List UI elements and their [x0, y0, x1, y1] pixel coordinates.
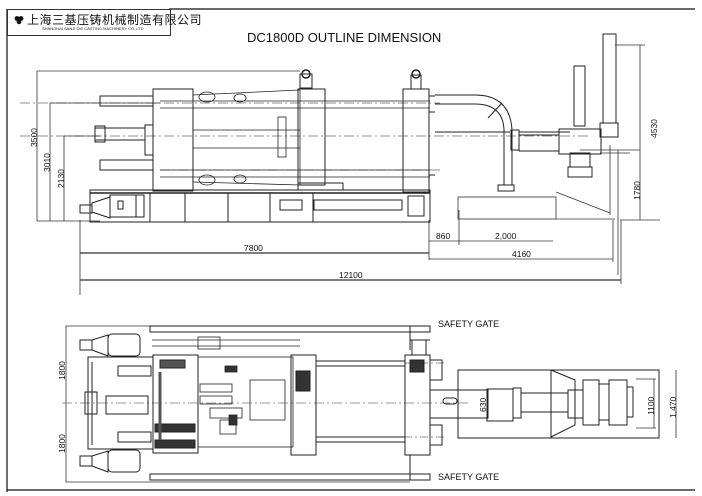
hydraulic-pump	[79, 194, 145, 219]
length-dimension-lines	[79, 44, 645, 295]
drawing-title: DC1800D OUTLINE DIMENSION	[247, 30, 442, 45]
top-view	[62, 325, 677, 483]
dim-overall-length: 12100	[339, 270, 363, 280]
dim-height-lower: 2130	[56, 169, 66, 188]
dim-offset: 860	[436, 231, 451, 241]
fixed-platen-top	[404, 339, 445, 456]
dim-half-width-bottom: 1800	[57, 434, 67, 453]
company-name-en: SHANGHAI SANJI DIE CASTING MACHINERY CO.…	[42, 26, 144, 31]
dim-height-upper: 3010	[42, 153, 52, 172]
toggle-mechanism	[192, 89, 301, 186]
top-width-dimension-lines	[62, 325, 470, 483]
moving-platen-top	[290, 354, 405, 456]
dim-injection-height: 1780	[632, 181, 642, 200]
machine-base	[89, 189, 431, 223]
injection-dimension-lines	[636, 370, 677, 438]
fixed-platen	[402, 69, 435, 193]
foundation-pit	[457, 145, 660, 275]
rear-platen	[94, 88, 194, 192]
injection-unit	[435, 33, 619, 178]
safety-gate-label-top: SAFETY GATE	[438, 319, 500, 329]
side-view	[20, 33, 660, 295]
toggle-mechanism-top	[152, 336, 300, 448]
dim-outer-width: 1,470	[668, 396, 678, 418]
rear-platen-top	[152, 354, 199, 454]
dim-half-width-top: 1800	[57, 361, 67, 380]
tie-bars	[20, 100, 590, 178]
side-height-dimension-lines	[36, 70, 300, 222]
company-name-cn: 上海三基压铸机械制造有限公司	[14, 11, 202, 28]
safety-gate-label-bottom: SAFETY GATE	[438, 472, 500, 482]
accumulators	[79, 333, 141, 473]
injection-unit-top	[429, 369, 660, 439]
moving-platen	[297, 69, 344, 191]
company-title-block: 上海三基压铸机械制造有限公司 SHANGHAI SANJI DIE CASTIN…	[7, 9, 202, 36]
company-name-cn-text: 上海三基压铸机械制造有限公司	[27, 13, 203, 27]
company-logo-icon	[14, 16, 24, 25]
dim-unit-width: 1100	[646, 396, 656, 415]
dim-injection-width: 630	[478, 397, 488, 412]
dim-height-total: 3500	[29, 128, 39, 147]
dim-injection-length: 4160	[512, 249, 531, 259]
dim-overall-height: 4530	[649, 119, 659, 138]
safety-gate-rails	[149, 325, 431, 481]
dim-pit-length: 2,000	[495, 231, 517, 241]
accumulator-pipe	[435, 94, 515, 192]
dim-base-length: 7800	[244, 243, 263, 253]
page-frame	[6, 8, 695, 492]
